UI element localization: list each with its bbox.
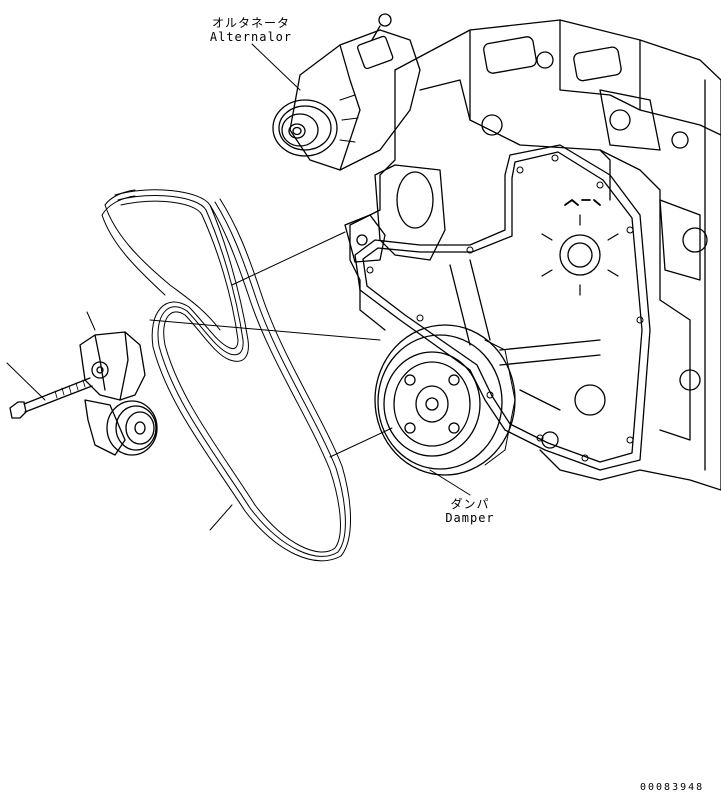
alternator-label-en: Alternalor (209, 30, 293, 44)
mounting-bolt (9, 377, 93, 419)
leader-lines (6, 43, 471, 531)
front-gear-cover (354, 144, 651, 471)
tensioner-pulley (106, 400, 158, 456)
alternator (272, 13, 421, 171)
damper-label-en: Damper (445, 511, 495, 525)
alternator-label: オルタネータ Alternalor (196, 16, 306, 44)
timing-plate (344, 164, 446, 263)
crankshaft-damper (374, 324, 516, 476)
drive-belt (101, 189, 351, 562)
damper-label-jp: ダンパ (450, 497, 490, 511)
belt-tensioner (79, 331, 158, 456)
alternator-pulley (272, 99, 338, 157)
engine-block (349, 19, 721, 491)
alternator-label-jp: オルタネータ (211, 16, 290, 30)
figure-code: 00083948 (640, 782, 705, 793)
damper-label: ダンパ Damper (430, 497, 510, 525)
